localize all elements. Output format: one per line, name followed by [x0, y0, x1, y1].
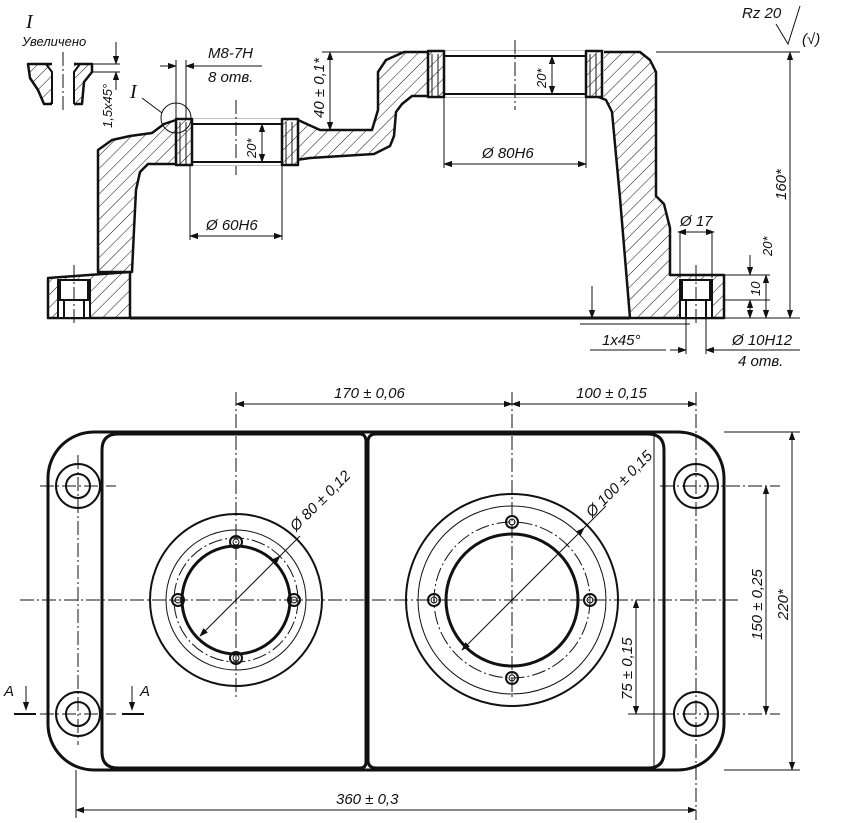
left-bore-label: Ø 60H6 — [205, 217, 258, 234]
hole-spacing-y-label: 150 ± 0,25 — [749, 569, 766, 640]
right-offset-label: 100 ± 0,15 — [576, 385, 647, 402]
section-mark-right: A — [139, 683, 150, 700]
half-offset-label: 75 ± 0,15 — [619, 637, 636, 700]
right-bore-label: Ø 80H6 — [481, 145, 534, 162]
left-bore-wall-left — [174, 117, 194, 167]
detail-caption: Увеличено — [21, 34, 86, 49]
detail-mark: I — [25, 11, 34, 33]
roughness-symbol: (√) — [802, 31, 820, 48]
hole-label: Ø 10H12 — [731, 332, 793, 349]
right-bore-wall-right — [584, 49, 604, 99]
width-label: 220* — [775, 588, 792, 621]
total-height-label: 160* — [773, 168, 790, 200]
bore-spacing-label: 170 ± 0,06 — [334, 385, 405, 402]
thread-label: M8-7H — [208, 45, 253, 62]
detail-mark-callout: I — [129, 81, 138, 103]
section-body — [46, 50, 726, 320]
hole-count-label: 4 отв. — [738, 353, 783, 370]
section-view — [46, 40, 800, 354]
right-housing — [366, 432, 666, 770]
right-pcd-label: Ø 100 ± 0,15 — [582, 447, 656, 521]
left-depth-label: 20* — [244, 138, 259, 159]
thread-count-label: 8 отв. — [208, 69, 253, 86]
detail-chamfer: 1,5x45° — [100, 84, 115, 128]
base-chamfer-label: 1x45° — [602, 332, 641, 349]
length-label: 360 ± 0,3 — [336, 791, 399, 808]
base-outline — [46, 430, 726, 772]
right-depth-label: 20* — [534, 68, 549, 89]
plan-view — [14, 392, 800, 820]
left-housing — [100, 432, 368, 770]
roughness-mark: Rz 20 (√) — [742, 5, 820, 48]
counterbore-label: Ø 17 — [679, 213, 713, 230]
detail-view — [26, 42, 120, 112]
left-bore-wall-right — [280, 117, 300, 167]
cb-depth-20-label: 20* — [760, 236, 775, 257]
cb-depth-10-label: 10 — [748, 281, 763, 296]
step-height-label: 40 ± 0,1* — [311, 57, 328, 118]
roughness-label: Rz 20 — [742, 5, 782, 22]
right-bore-wall-left — [426, 49, 446, 99]
right-bore-gap — [428, 51, 604, 97]
section-mark-left: A — [3, 683, 14, 700]
left-pcd-label: Ø 80 ± 0,12 — [286, 467, 355, 536]
